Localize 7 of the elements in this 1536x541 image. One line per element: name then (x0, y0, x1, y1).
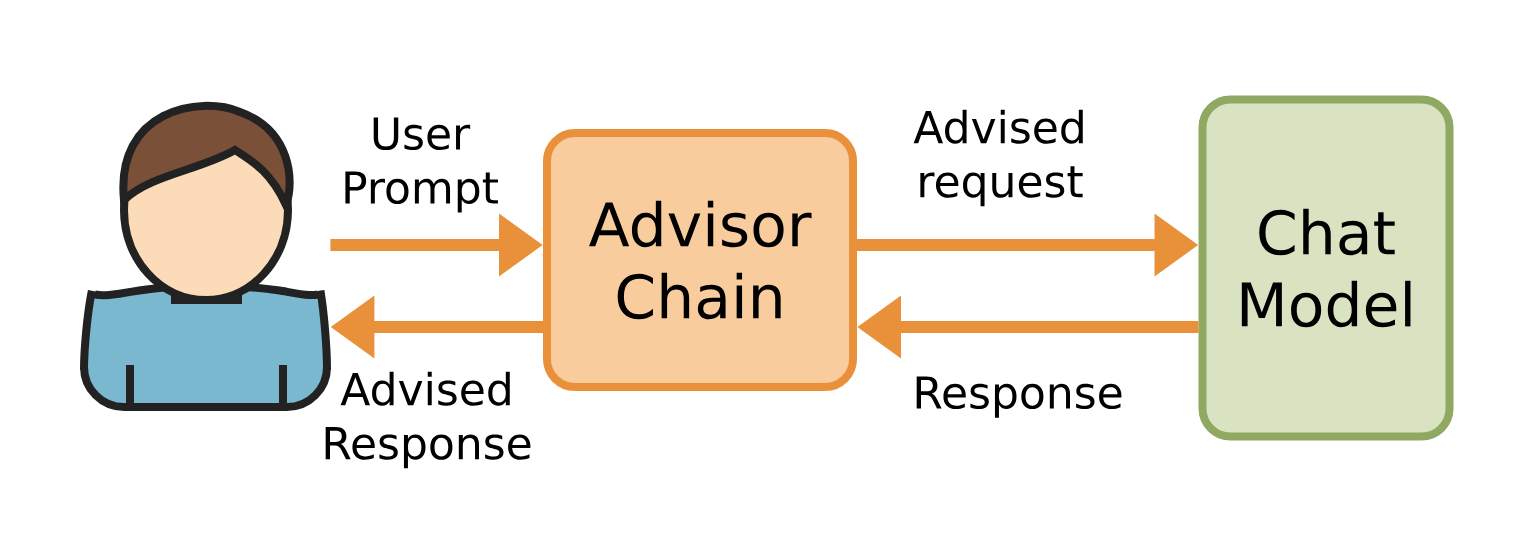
edge-label: Response (916, 376, 1122, 418)
person-drawing (80, 101, 331, 411)
edge-label: Advised request (913, 109, 1083, 207)
process-box: Chat Model (1198, 95, 1454, 441)
edge-label: Advised Response (325, 371, 531, 469)
process-box: Advisor Chain (543, 129, 857, 391)
edge-label: User Prompt (345, 117, 498, 213)
